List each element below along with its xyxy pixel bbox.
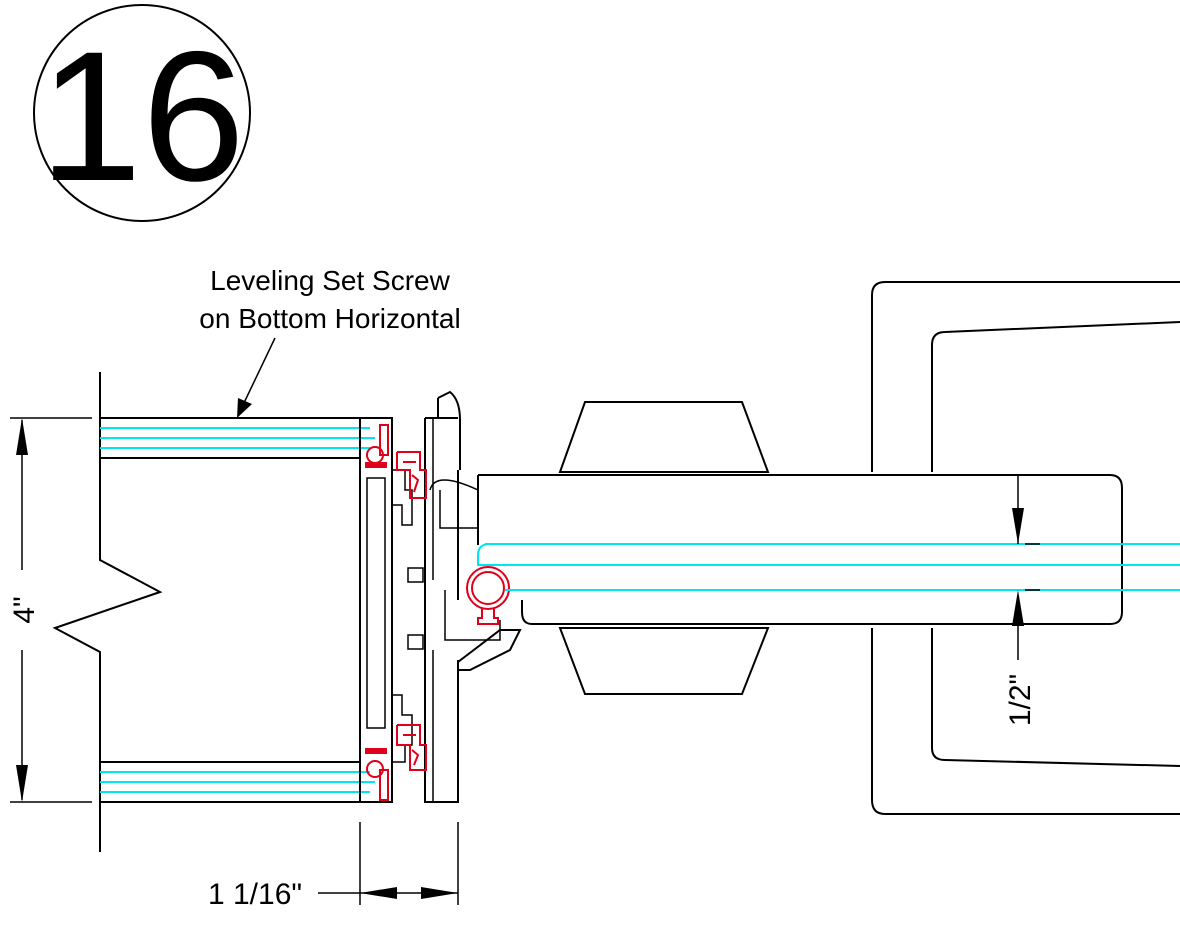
callout: Leveling Set Screw on Bottom Horizontal	[199, 265, 461, 418]
frame-outer-bottom	[871, 628, 1180, 815]
vertical-gasket-bulb	[466, 566, 510, 610]
dim-depth: 1 1/16"	[208, 822, 459, 911]
callout-line-1: Leveling Set Screw	[210, 265, 450, 296]
dim-height-label: 4"	[8, 596, 41, 623]
detail-circle	[33, 4, 251, 222]
dim-height: 4"	[8, 417, 92, 803]
detail-number: 16	[39, 14, 245, 220]
top-rail	[100, 417, 380, 459]
frame-outer-top	[871, 281, 1180, 472]
bottom-bumper	[558, 627, 770, 695]
bottom-set-screw	[396, 724, 427, 771]
glass-clamp	[477, 401, 1180, 695]
callout-line-2: on Bottom Horizontal	[199, 303, 460, 334]
frame-inner-bottom	[931, 628, 1180, 767]
frame-extrusion	[359, 390, 522, 803]
door-frame	[871, 281, 1180, 815]
callout-arrowhead	[237, 398, 252, 418]
glass-lite-2	[477, 555, 1180, 566]
detail-bubble: 16	[33, 4, 251, 222]
dim-gap: 1/2"	[1004, 476, 1040, 726]
gaskets	[365, 424, 510, 801]
clamp-body	[478, 474, 1123, 625]
wall-break	[52, 372, 163, 852]
bottom-rail	[100, 761, 380, 803]
callout-leader	[242, 337, 276, 406]
break-line	[52, 372, 163, 852]
top-bumper	[558, 401, 770, 473]
dim-gap-label: 1/2"	[1004, 674, 1037, 726]
frame-inner-top	[931, 321, 1180, 472]
dim-depth-label: 1 1/16"	[208, 878, 302, 911]
top-set-screw	[396, 451, 427, 499]
